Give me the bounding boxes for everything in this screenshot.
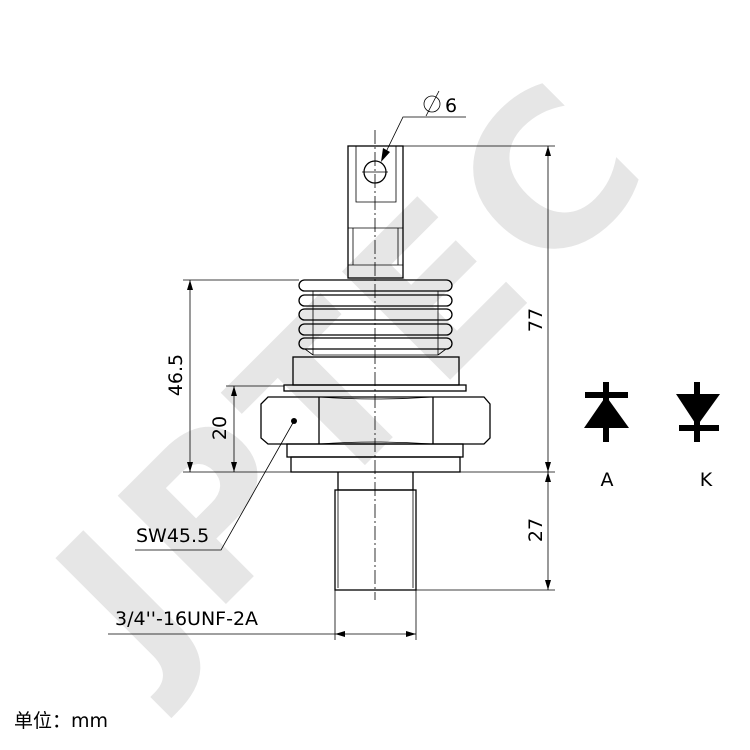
housing-body bbox=[260, 356, 491, 473]
diameter-symbol-icon bbox=[423, 90, 441, 117]
dim-20: 20 bbox=[209, 416, 231, 440]
cathode-diode-icon bbox=[676, 382, 720, 442]
unit-label: 单位：mm bbox=[14, 710, 109, 732]
threaded-stud bbox=[334, 472, 417, 591]
thread-spec-label: 3/4''-16UNF-2A bbox=[115, 608, 258, 630]
cooling-fins bbox=[298, 279, 453, 356]
dim-27: 27 bbox=[525, 518, 547, 542]
hex-size-label: SW45.5 bbox=[136, 525, 209, 547]
cathode-label: K bbox=[700, 469, 713, 491]
dim-46-5: 46.5 bbox=[165, 354, 187, 396]
dim-77: 77 bbox=[525, 308, 547, 332]
anode-diode-icon bbox=[584, 382, 629, 442]
watermark: JPTEC bbox=[4, 31, 697, 724]
anode-label: A bbox=[601, 469, 614, 491]
terminal-lug bbox=[347, 145, 404, 279]
dim-diameter-6: 6 bbox=[445, 95, 457, 117]
